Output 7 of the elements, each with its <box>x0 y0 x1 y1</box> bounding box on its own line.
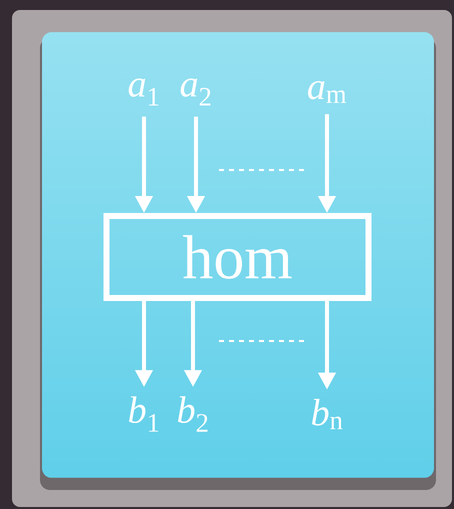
variable-label: a$_{1}$ <box>128 78 158 106</box>
variable-label: a$_{2}$ <box>180 78 210 106</box>
variable-label: b$_{n}$ <box>312 398 342 430</box>
variable-label: a$_{m}$ <box>308 81 346 103</box>
variable-label: b$_{2}$ <box>178 396 208 432</box>
process-box: hom <box>104 213 372 301</box>
variable-label: b$_{1}$ <box>129 396 158 432</box>
